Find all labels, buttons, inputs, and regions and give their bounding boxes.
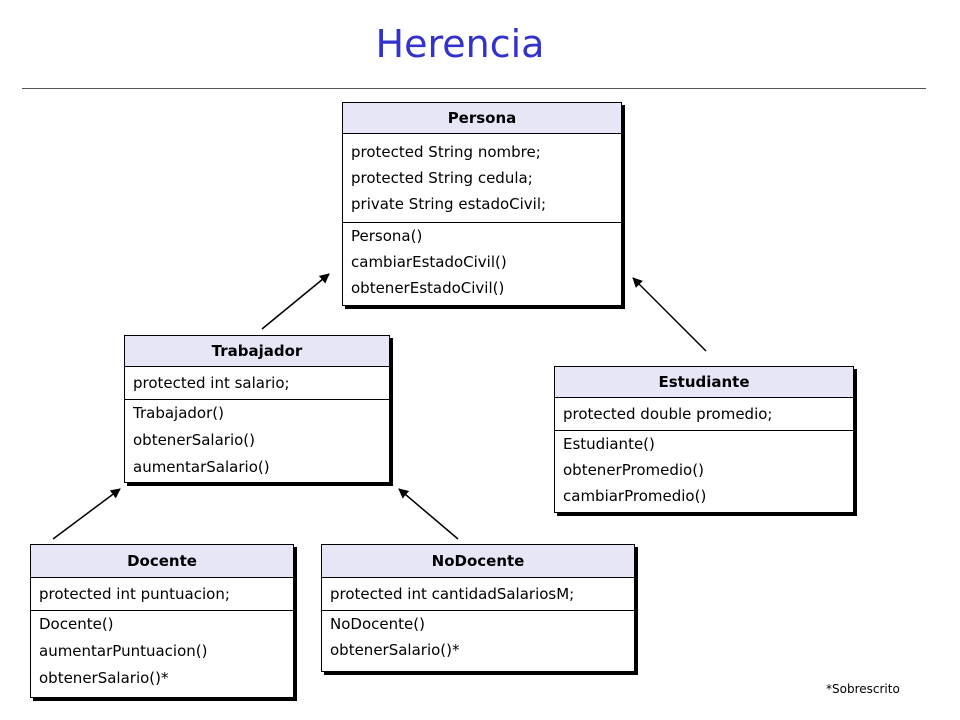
method: Estudiante() bbox=[563, 435, 655, 453]
class-name: Estudiante bbox=[555, 367, 853, 398]
class-box-nodocente: NoDocente protected int cantidadSalarios… bbox=[321, 544, 635, 672]
class-box-trabajador: Trabajador protected int salario; Trabaj… bbox=[124, 335, 390, 483]
class-name: NoDocente bbox=[322, 545, 634, 578]
methods-section: Trabajador() obtenerSalario() aumentarSa… bbox=[125, 399, 389, 482]
class-box-estudiante: Estudiante protected double promedio; Es… bbox=[554, 366, 854, 513]
methods-section: Estudiante() obtenerPromedio() cambiarPr… bbox=[555, 430, 853, 512]
method: NoDocente() bbox=[330, 615, 425, 633]
method: obtenerPromedio() bbox=[563, 461, 704, 479]
method: cambiarEstadoCivil() bbox=[351, 253, 507, 271]
arrow-nodocente-to-trabajador bbox=[398, 488, 459, 540]
methods-section: NoDocente() obtenerSalario()* bbox=[322, 610, 634, 671]
arrow-trabajador-to-persona bbox=[261, 273, 330, 330]
page-title: Herencia bbox=[375, 22, 545, 66]
attributes-section: protected double promedio; bbox=[555, 398, 853, 430]
attribute: protected double promedio; bbox=[563, 405, 773, 423]
class-box-persona: Persona protected String nombre; protect… bbox=[342, 102, 622, 306]
method: obtenerSalario()* bbox=[39, 669, 169, 687]
attribute: protected String nombre; bbox=[351, 143, 541, 161]
method: Trabajador() bbox=[133, 404, 224, 422]
method: Persona() bbox=[351, 227, 423, 245]
arrow-estudiante-to-persona bbox=[632, 277, 707, 352]
attributes-section: protected int puntuacion; bbox=[31, 578, 293, 610]
class-name: Persona bbox=[343, 103, 621, 134]
title-divider bbox=[22, 88, 926, 89]
attributes-section: protected String nombre; protected Strin… bbox=[343, 134, 621, 222]
method: aumentarSalario() bbox=[133, 458, 270, 476]
attributes-section: protected int salario; bbox=[125, 367, 389, 399]
method: obtenerSalario() bbox=[133, 431, 255, 449]
attribute: protected int puntuacion; bbox=[39, 585, 230, 603]
arrow-docente-to-trabajador bbox=[52, 488, 121, 540]
class-box-docente: Docente protected int puntuacion; Docent… bbox=[30, 544, 294, 698]
attributes-section: protected int cantidadSalariosM; bbox=[322, 578, 634, 610]
class-name: Trabajador bbox=[125, 336, 389, 367]
method: Docente() bbox=[39, 615, 114, 633]
method: cambiarPromedio() bbox=[563, 487, 707, 505]
class-name: Docente bbox=[31, 545, 293, 578]
footnote: *Sobrescrito bbox=[826, 682, 900, 696]
method: obtenerSalario()* bbox=[330, 641, 460, 659]
methods-section: Persona() cambiarEstadoCivil() obtenerEs… bbox=[343, 222, 621, 305]
method: obtenerEstadoCivil() bbox=[351, 279, 505, 297]
attribute: private String estadoCivil; bbox=[351, 195, 547, 213]
methods-section: Docente() aumentarPuntuacion() obtenerSa… bbox=[31, 610, 293, 697]
attribute: protected int cantidadSalariosM; bbox=[330, 585, 575, 603]
method: aumentarPuntuacion() bbox=[39, 642, 208, 660]
attribute: protected int salario; bbox=[133, 374, 290, 392]
attribute: protected String cedula; bbox=[351, 169, 533, 187]
